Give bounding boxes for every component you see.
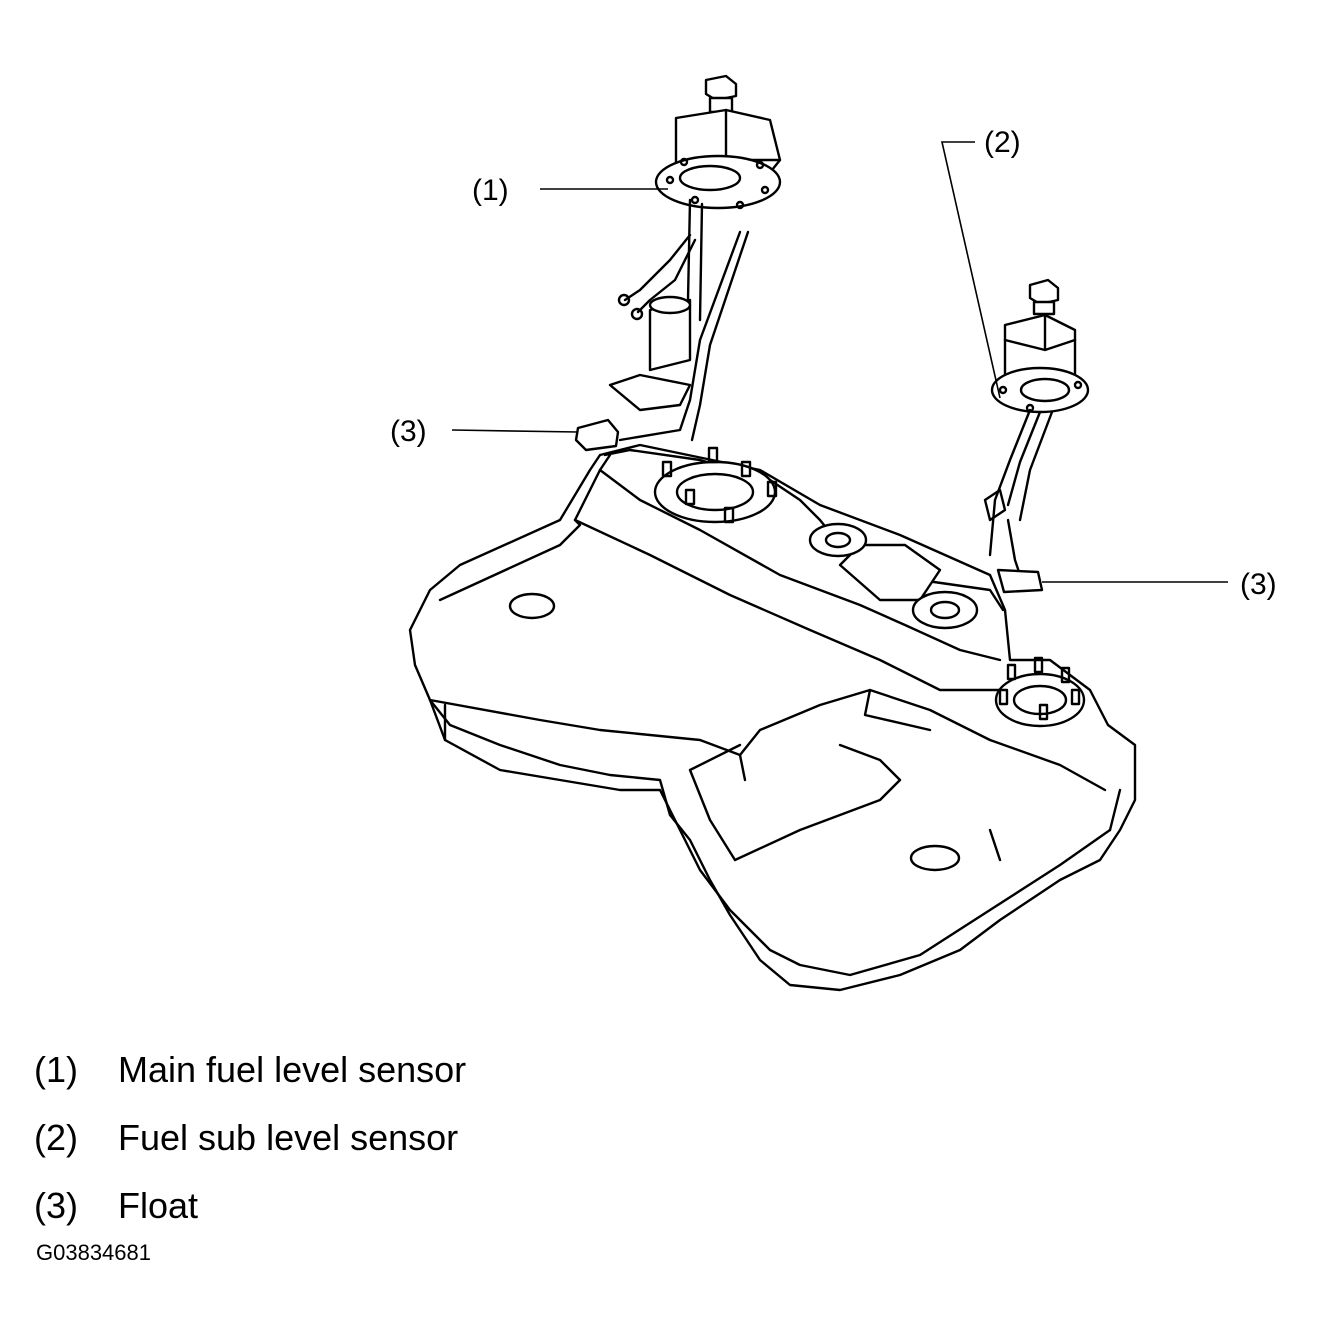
- callout-1: (1): [472, 174, 509, 207]
- legend-number: (2): [34, 1117, 78, 1158]
- legend-label: Main fuel level sensor: [118, 1049, 467, 1090]
- legend-label: Float: [118, 1185, 199, 1226]
- fuel-tank-diagram: (1) (2) (3) (3): [390, 74, 1277, 992]
- figure-code: G03834681: [36, 1240, 151, 1265]
- leader-line-2: [940, 141, 1001, 399]
- legend-label: Fuel sub level sensor: [118, 1117, 459, 1158]
- leader-line-3-left: [451, 429, 579, 433]
- callout-2: (2): [984, 126, 1021, 159]
- main-fuel-level-sensor: [574, 74, 782, 452]
- legend-number: (1): [34, 1049, 78, 1090]
- legend-item: (1) Main fuel level sensor: [34, 1036, 734, 1104]
- legend-item: (2) Fuel sub level sensor: [34, 1104, 734, 1172]
- fuel-tank: [408, 443, 1137, 992]
- legend-number: (3): [34, 1185, 78, 1226]
- legend-item: (3) Float: [34, 1172, 734, 1240]
- legend: (1) Main fuel level sensor (2) Fuel sub …: [34, 1036, 734, 1240]
- fuel-sub-level-sensor: [983, 278, 1090, 594]
- callout-3-right: (3): [1240, 568, 1277, 601]
- callout-3-left: (3): [390, 415, 427, 448]
